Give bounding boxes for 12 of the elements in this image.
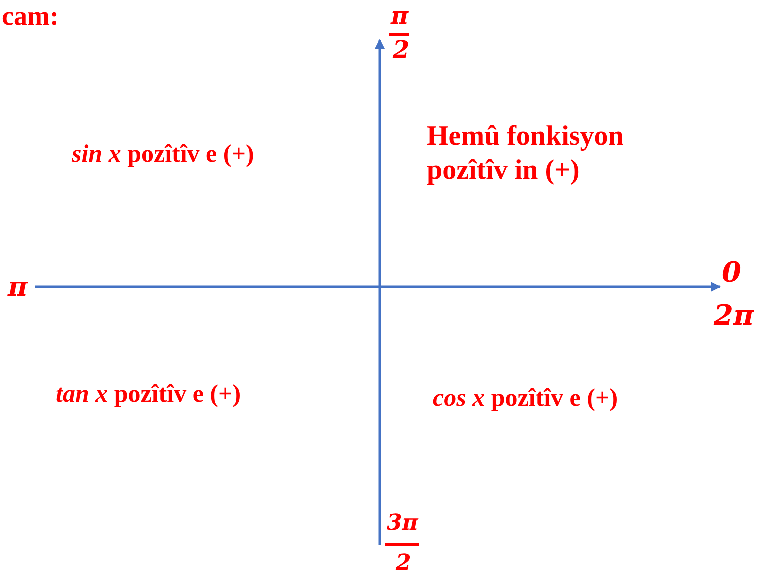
quadrant-text: tan x pozîtîv e (+) <box>56 380 242 410</box>
axis-angle-label: π <box>8 272 28 304</box>
fraction-denominator: 2 <box>396 550 412 576</box>
quadrant-text: cos x pozîtîv e (+) <box>433 384 618 414</box>
axis-angle-label: 0 <box>722 256 742 290</box>
quadrant-text: sin x pozîtîv e (+) <box>72 140 254 170</box>
fraction-denominator: 2 <box>393 36 410 65</box>
axis-angle-label: 2π <box>714 299 754 333</box>
fraction-numerator: 3π <box>387 510 418 536</box>
quadrant-text: Hemû fonkisyon pozîtîv in (+) <box>427 120 625 188</box>
heading-text: cam: <box>2 0 59 32</box>
fraction-numerator: π <box>391 2 409 31</box>
